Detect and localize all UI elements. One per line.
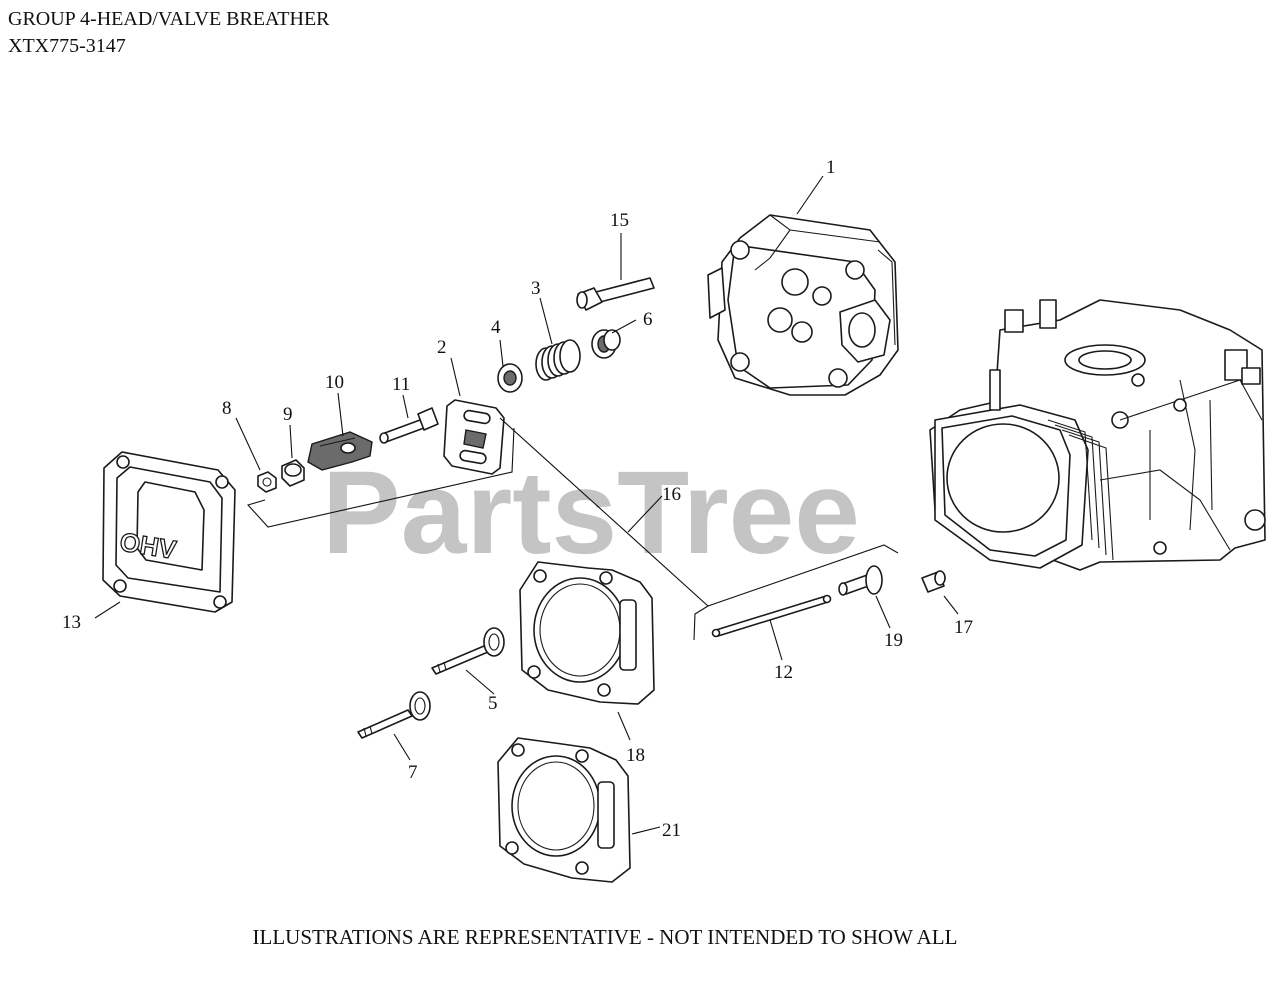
- part-intake-valve[interactable]: [357, 691, 431, 739]
- callout-2[interactable]: 2: [437, 337, 447, 358]
- watermark-text: PartsTree: [322, 447, 860, 579]
- part-rocker-stud[interactable]: [379, 407, 439, 444]
- callout-3[interactable]: 3: [531, 278, 541, 299]
- callout-numbers: 1 2 3 4 5 6 7 8 9 10 11 12 13 15 16 17 1…: [62, 157, 973, 841]
- illustration-disclaimer: ILLUSTRATIONS ARE REPRESENTATIVE - NOT I…: [252, 925, 958, 949]
- callout-16[interactable]: 16: [662, 484, 681, 505]
- engine-block: [929, 299, 1266, 571]
- part-cylinder-head[interactable]: [707, 214, 899, 396]
- part-head-gasket[interactable]: [519, 561, 655, 705]
- callout-12[interactable]: 12: [774, 662, 793, 683]
- callout-1[interactable]: 1: [826, 157, 836, 178]
- callout-15[interactable]: 15: [610, 210, 629, 231]
- callout-9[interactable]: 9: [283, 404, 293, 425]
- part-valve-stem-seal[interactable]: [591, 329, 621, 359]
- callout-7[interactable]: 7: [408, 762, 418, 783]
- callout-13[interactable]: 13: [62, 612, 81, 633]
- part-spring-retainer[interactable]: [497, 363, 523, 393]
- callout-18[interactable]: 18: [626, 745, 645, 766]
- callout-17[interactable]: 17: [954, 617, 973, 638]
- watermark: PartsTree TM: [322, 447, 950, 579]
- model-number: XTX775-3147: [8, 35, 126, 57]
- diagram-header: GROUP 4-HEAD/VALVE BREATHER XTX775-3147: [8, 6, 330, 60]
- part-push-rod[interactable]: [711, 594, 832, 638]
- assembly-bracket-lines: [247, 417, 899, 641]
- part-valve-spring[interactable]: [535, 339, 581, 381]
- part-rocker-arm[interactable]: [307, 431, 373, 471]
- callout-21[interactable]: 21: [662, 820, 681, 841]
- part-pivot[interactable]: [281, 459, 305, 487]
- callout-11[interactable]: 11: [392, 374, 410, 395]
- part-dowel-pin[interactable]: [921, 570, 946, 593]
- part-nut[interactable]: [257, 471, 277, 493]
- part-cylinder-gasket[interactable]: [497, 737, 631, 883]
- callout-5[interactable]: 5: [488, 693, 498, 714]
- part-tappet[interactable]: [838, 565, 883, 596]
- callout-19[interactable]: 19: [884, 630, 903, 651]
- part-guide-plate[interactable]: [443, 399, 505, 475]
- part-head-bolt[interactable]: [576, 277, 655, 311]
- group-title: GROUP 4-HEAD/VALVE BREATHER: [8, 8, 330, 30]
- callout-8[interactable]: 8: [222, 398, 232, 419]
- part-valve-cover[interactable]: OHV: [102, 451, 236, 613]
- part-exhaust-valve[interactable]: [431, 627, 505, 675]
- callout-4[interactable]: 4: [491, 317, 501, 338]
- leader-lines: [94, 175, 959, 835]
- callout-10[interactable]: 10: [325, 372, 344, 393]
- callout-6[interactable]: 6: [643, 309, 653, 330]
